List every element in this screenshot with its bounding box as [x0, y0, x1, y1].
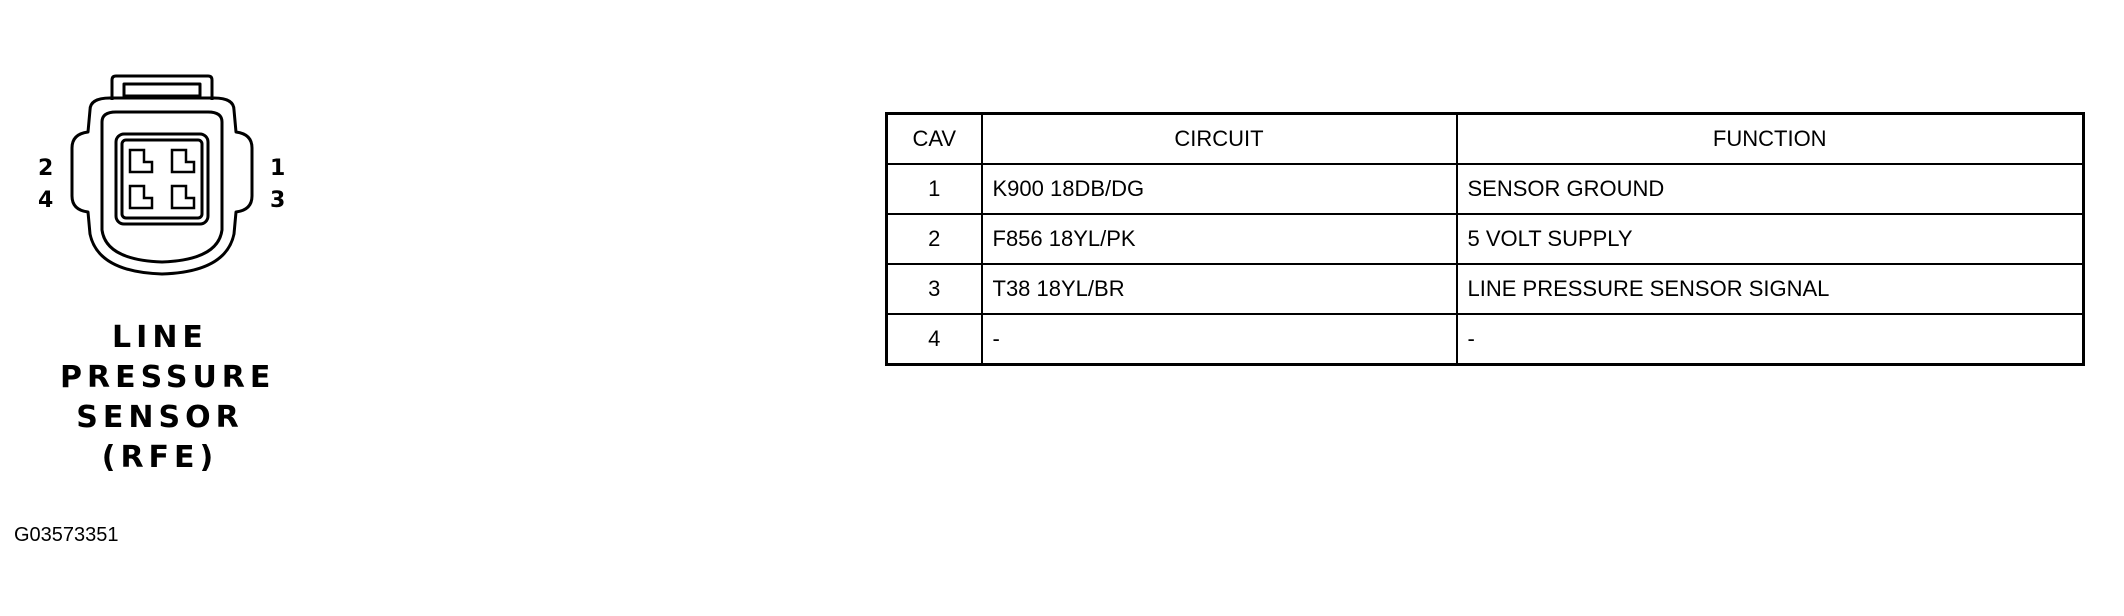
pin-label-3: 3 [270, 188, 286, 213]
title-line: SENSOR [76, 400, 244, 435]
header-function: FUNCTION [1455, 112, 2085, 165]
table-row: 4 - - [885, 313, 2085, 366]
figure-id: G03573351 [14, 524, 119, 546]
cell-circuit: K900 18DB/DG [980, 163, 1458, 215]
cell-circuit: F856 18YL/PK [980, 213, 1458, 265]
table-row: 1 K900 18DB/DG SENSOR GROUND [885, 163, 2085, 215]
cell-function: - [1455, 313, 2085, 366]
title-line: PRESSURE [60, 360, 276, 395]
pin-label-2: 2 [38, 156, 54, 181]
cell-cav: 3 [885, 263, 983, 315]
pinout-table: CAV CIRCUIT FUNCTION 1 K900 18DB/DG SENS… [885, 112, 2085, 366]
header-cav: CAV [885, 112, 983, 165]
pin-label-4: 4 [38, 188, 54, 213]
cell-circuit: T38 18YL/BR [980, 263, 1458, 315]
cell-function: LINE PRESSURE SENSOR SIGNAL [1455, 263, 2085, 315]
table-row: 2 F856 18YL/PK 5 VOLT SUPPLY [885, 213, 2085, 265]
connector-face-diagram [70, 74, 254, 276]
table-row: 3 T38 18YL/BR LINE PRESSURE SENSOR SIGNA… [885, 263, 2085, 315]
cell-cav: 1 [885, 163, 983, 215]
cell-function: SENSOR GROUND [1455, 163, 2085, 215]
title-line: (RFE) [101, 440, 219, 475]
cell-circuit: - [980, 313, 1458, 366]
cell-function: 5 VOLT SUPPLY [1455, 213, 2085, 265]
table-header-row: CAV CIRCUIT FUNCTION [885, 112, 2085, 165]
connector-illustration: 2 4 1 3 [30, 70, 290, 300]
cell-cav: 2 [885, 213, 983, 265]
header-circuit: CIRCUIT [980, 112, 1458, 165]
component-title: LINE PRESSURE SENSOR (RFE) [60, 318, 276, 478]
title-line: LINE [112, 320, 208, 355]
pin-label-1: 1 [270, 156, 286, 181]
cell-cav: 4 [885, 313, 983, 366]
